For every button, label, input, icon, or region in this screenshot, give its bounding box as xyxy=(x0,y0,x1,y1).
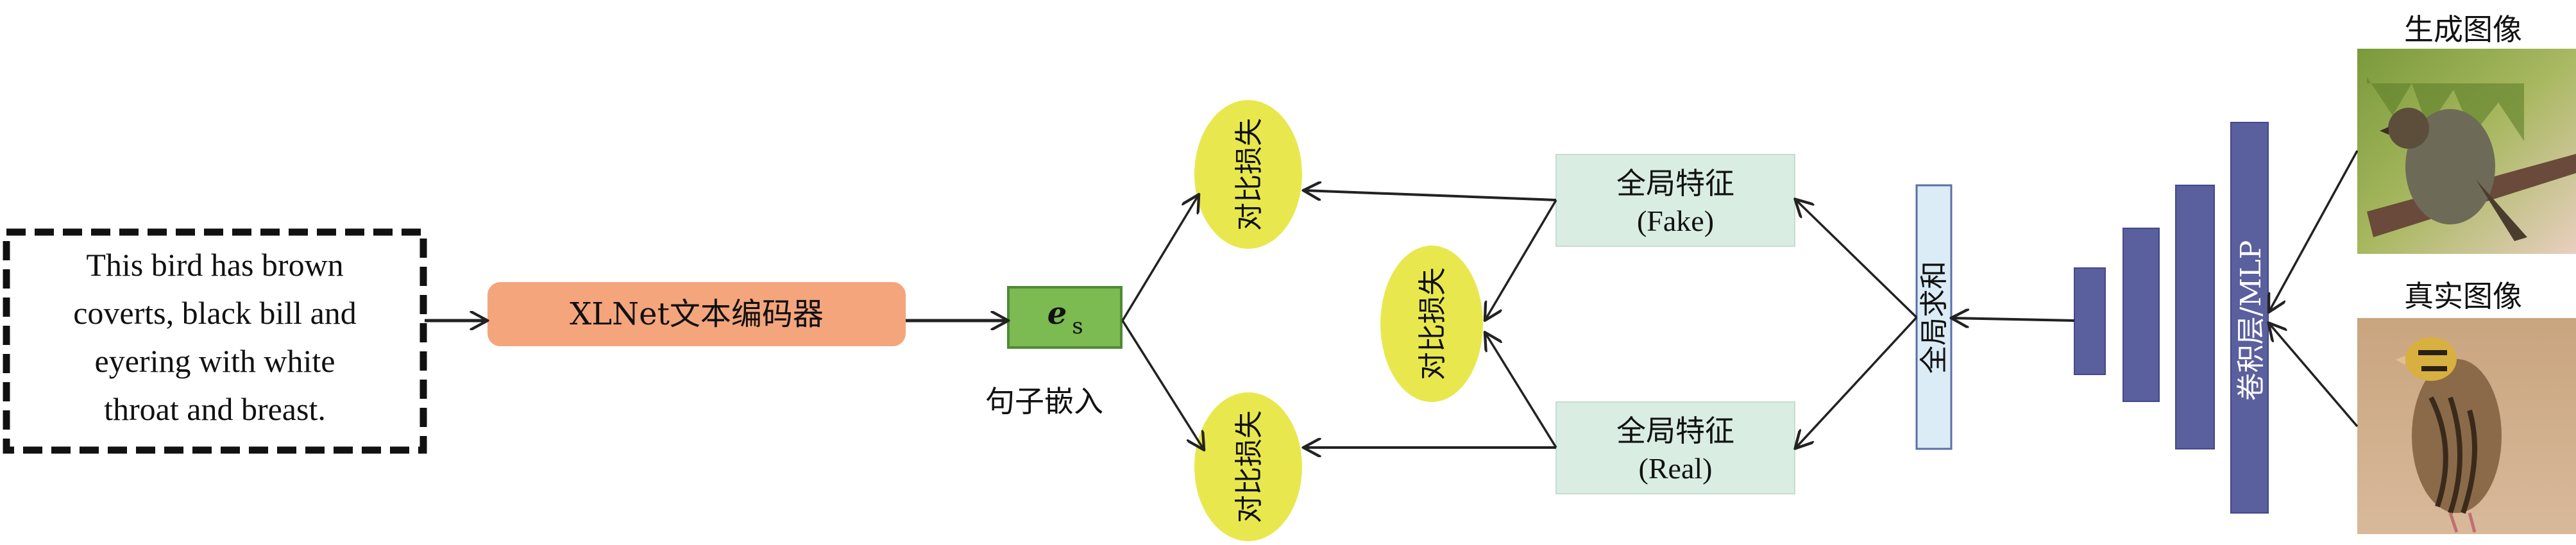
global-feature-real: 全局特征 (Real) xyxy=(1555,401,1795,494)
arrow-generated-to-conv xyxy=(2269,150,2359,311)
arrow-real-to-loss-middle xyxy=(1486,333,1557,448)
conv-layer-bar xyxy=(2123,228,2160,402)
xlnet-encoder-label: XLNet文本编码器 xyxy=(570,296,824,332)
feature-title: 全局特征 xyxy=(1616,166,1734,201)
arrows xyxy=(425,150,2359,449)
conv-layer-bar xyxy=(2175,185,2215,449)
arrow-conv-to-sum xyxy=(1953,318,2075,321)
real-bird-image xyxy=(2357,318,2576,534)
global-feature-fake: 全局特征 (Fake) xyxy=(1555,154,1795,247)
feature-subtitle: (Fake) xyxy=(1637,205,1714,237)
real-image-label: 真实图像 xyxy=(2404,279,2522,314)
generated-bird-image xyxy=(2357,49,2576,254)
arrow-fake-to-loss-top xyxy=(1305,190,1557,201)
conv-layer-bar xyxy=(2074,267,2106,375)
arrow-sum-to-fake xyxy=(1796,200,1918,319)
loss-label: 对比损失 xyxy=(1233,410,1266,523)
input-text-line: eyering with white xyxy=(95,343,335,379)
sentence-embedding-block: e s 句子嵌入 xyxy=(985,286,1123,419)
feature-title: 全局特征 xyxy=(1616,414,1734,448)
conv-mlp-stack: 卷积层/MLP xyxy=(2074,122,2269,514)
conv-layer-bar xyxy=(2230,122,2269,514)
conv-mlp-label: 卷积层/MLP xyxy=(2235,240,2267,401)
arrow-sum-to-real xyxy=(1796,316,1918,448)
arrow-real-to-conv xyxy=(2269,324,2359,428)
arrow-embedding-to-loss-bottom xyxy=(1121,320,1203,449)
loss-label: 对比损失 xyxy=(1416,267,1449,380)
sentence-embedding-caption: 句子嵌入 xyxy=(985,384,1103,419)
input-text-line: throat and breast. xyxy=(104,391,326,427)
arrow-embedding-to-loss-top xyxy=(1121,196,1198,321)
contrastive-loss-middle: 对比损失 xyxy=(1380,246,1483,402)
global-sum-label: 全局求和 xyxy=(1918,261,1951,374)
input-text-line: This bird has brown xyxy=(86,247,343,283)
loss-label: 对比损失 xyxy=(1233,118,1266,231)
global-sum-block: 全局求和 xyxy=(1915,184,1953,450)
embedding-subscript: s xyxy=(1072,314,1083,339)
embedding-symbol: e xyxy=(1047,296,1067,331)
xlnet-encoder-block: XLNet文本编码器 xyxy=(487,282,906,346)
contrastive-loss-bottom: 对比损失 xyxy=(1194,392,1302,541)
arrow-fake-to-loss-middle xyxy=(1486,199,1557,319)
generated-image-label: 生成图像 xyxy=(2404,12,2522,47)
feature-subtitle: (Real) xyxy=(1639,452,1713,485)
contrastive-loss-top: 对比损失 xyxy=(1194,100,1302,249)
input-text-box: This bird has brown coverts, black bill … xyxy=(3,228,427,454)
input-text-line: coverts, black bill and xyxy=(73,295,357,331)
